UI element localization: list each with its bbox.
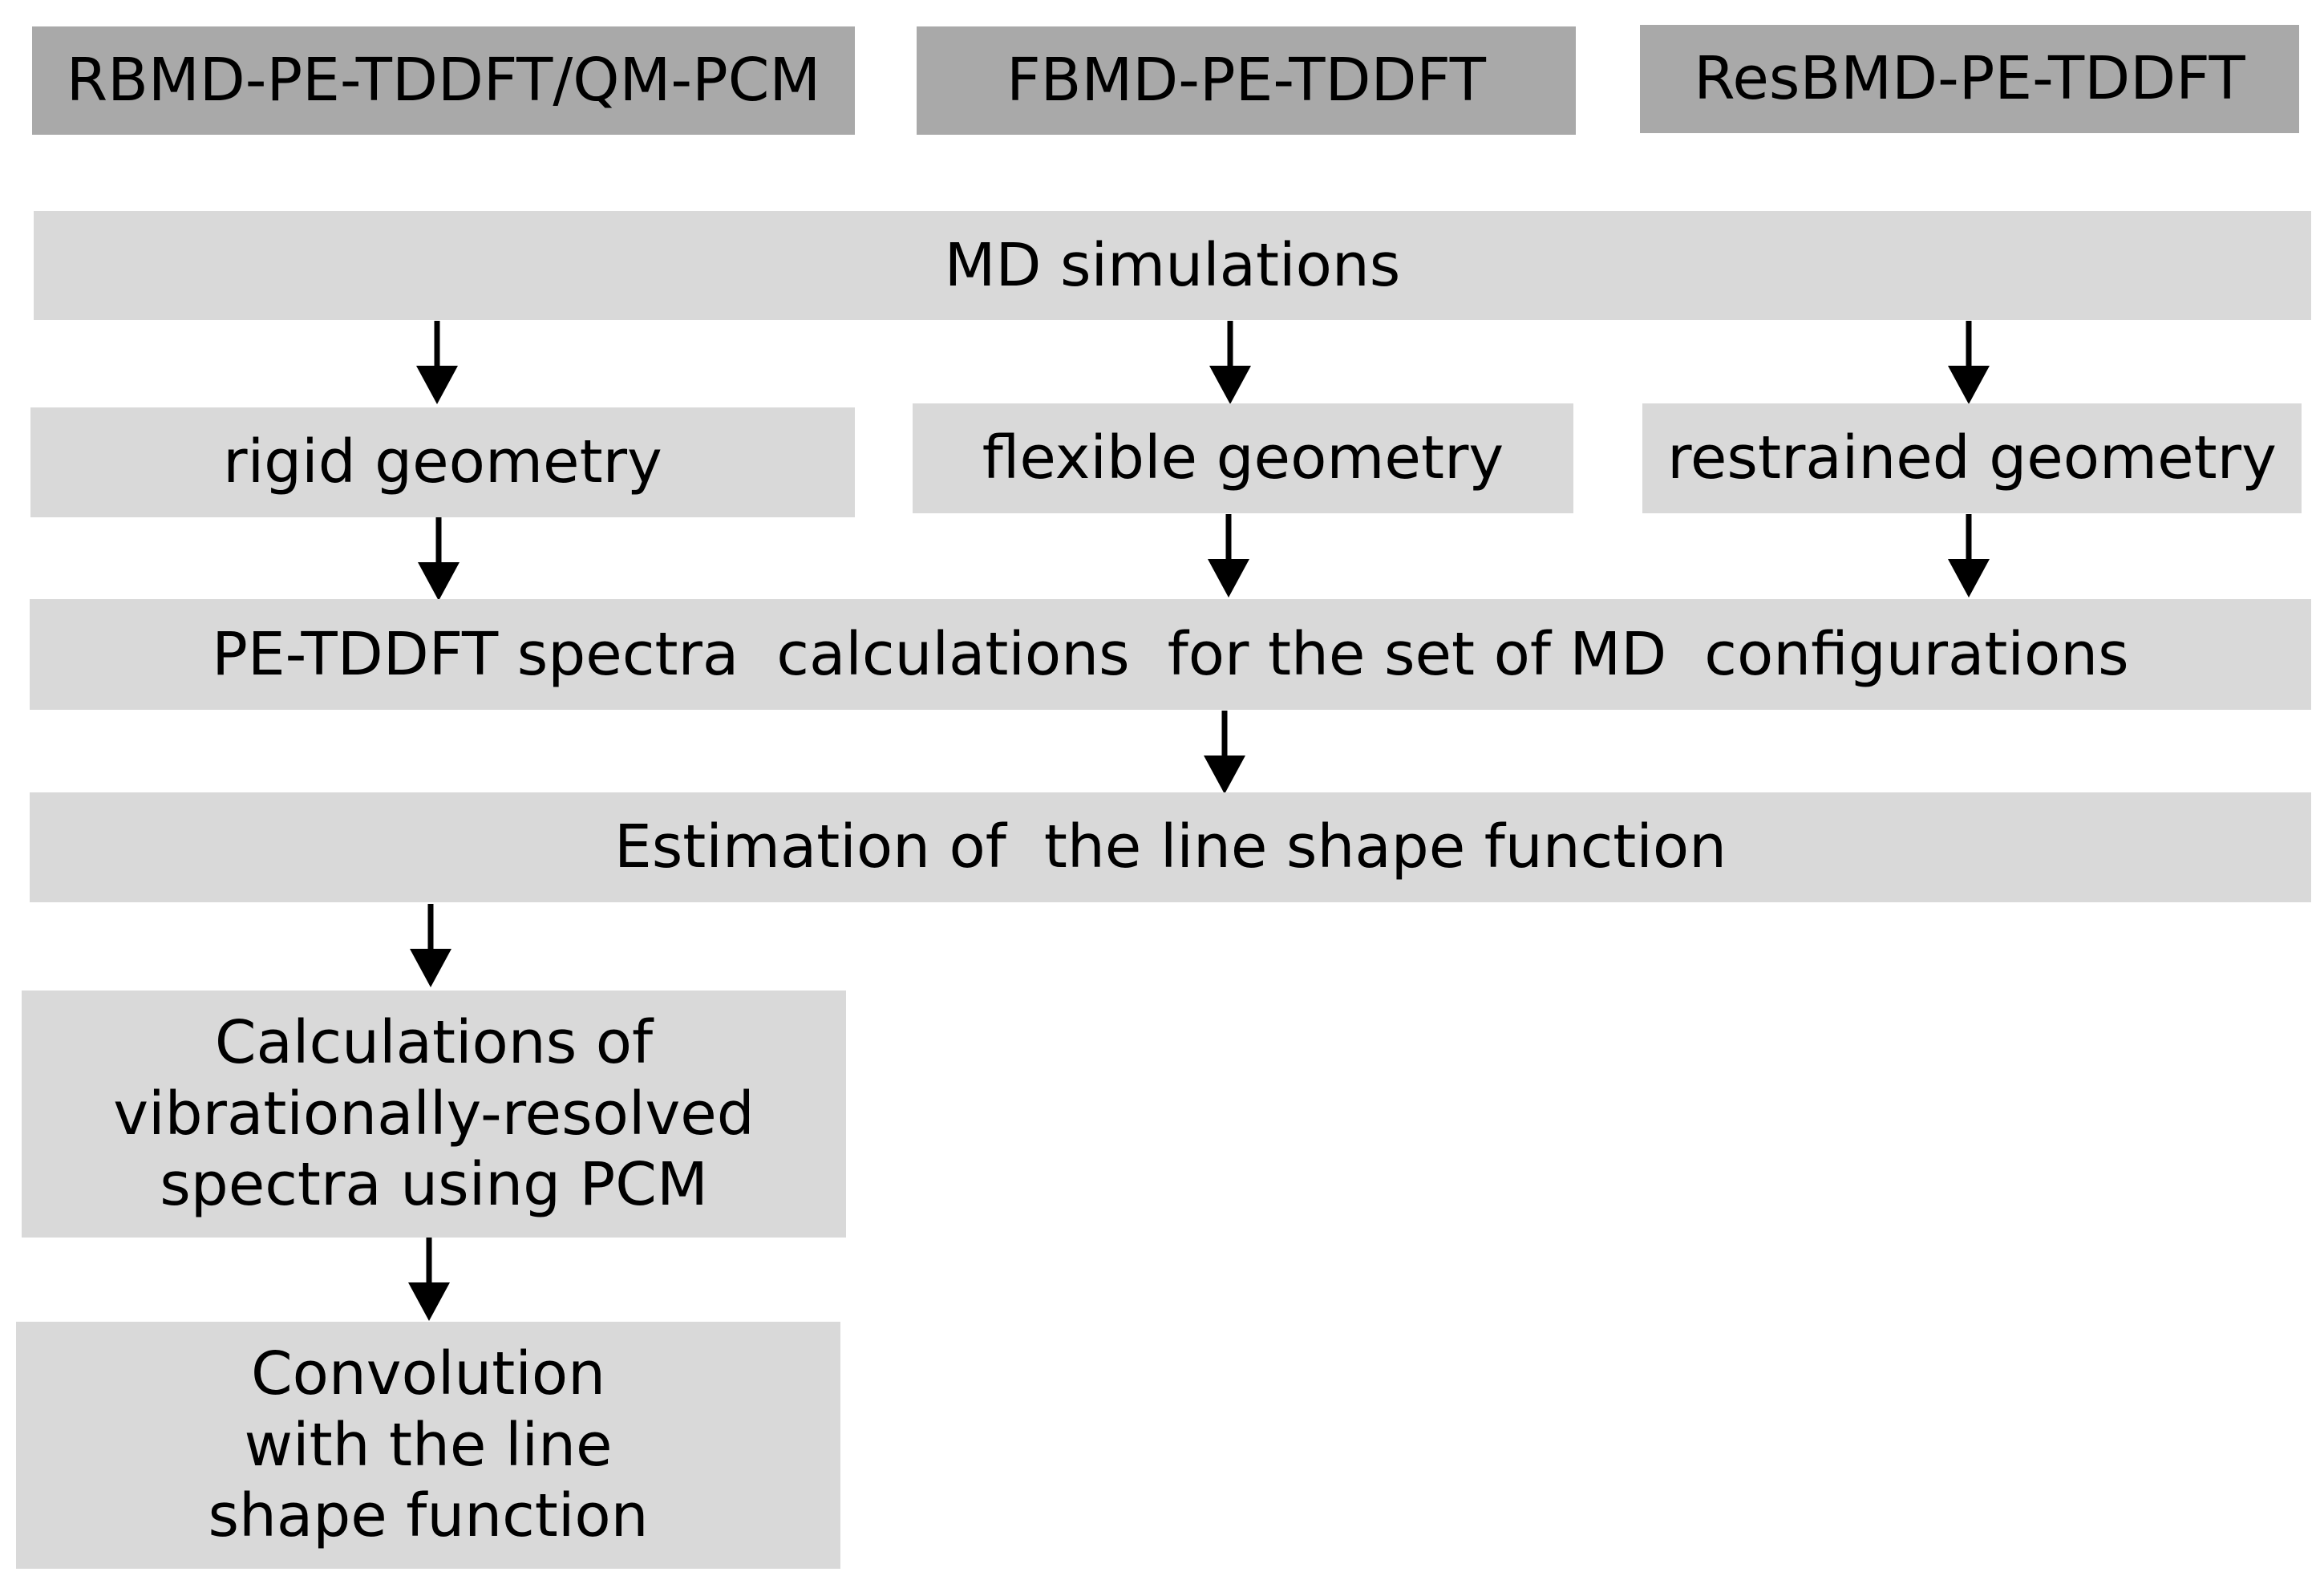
flexible-geometry-label: flexible geometry <box>982 423 1504 493</box>
flexible-geometry-box: flexible geometry <box>913 403 1573 513</box>
arrow-vibrational-to-convolution <box>408 1238 450 1321</box>
spectra-calculations-label: PE-TDDFT spectra calculations for the se… <box>212 619 2129 689</box>
arrow-md-to-flexible <box>1209 321 1251 404</box>
method-label-resbmd: ResBMD-PE-TDDFT <box>1694 44 2245 114</box>
spectra-calculations-box: PE-TDDFT spectra calculations for the se… <box>30 599 2311 710</box>
method-label-fbmd: FBMD-PE-TDDFT <box>1006 46 1486 115</box>
vibrational-spectra-box: Calculations of vibrationally-resolved s… <box>22 991 846 1238</box>
arrow-flexible-to-spectra <box>1208 514 1249 598</box>
method-box-rbmd: RBMD-PE-TDDFT/QM-PCM <box>32 26 855 135</box>
method-label-rbmd: RBMD-PE-TDDFT/QM-PCM <box>66 46 821 115</box>
restrained-geometry-label: restrained geometry <box>1667 423 2277 493</box>
arrow-spectra-to-lineshape <box>1204 711 1245 794</box>
restrained-geometry-box: restrained geometry <box>1642 403 2302 513</box>
convolution-box: Convolution with the line shape function <box>16 1322 840 1569</box>
arrow-lineshape-to-vibrational <box>410 904 451 987</box>
arrow-md-to-rigid <box>416 321 458 404</box>
lineshape-estimation-box: Estimation of the line shape function <box>30 792 2311 902</box>
rigid-geometry-label: rigid geometry <box>223 427 662 497</box>
lineshape-estimation-label: Estimation of the line shape function <box>613 812 1727 882</box>
md-simulations-label: MD simulations <box>944 230 1401 300</box>
md-simulations-box: MD simulations <box>34 211 2311 320</box>
arrow-md-to-restrained <box>1948 321 1990 404</box>
rigid-geometry-box: rigid geometry <box>30 407 855 517</box>
vibrational-spectra-label: Calculations of vibrationally-resolved s… <box>113 1007 755 1220</box>
arrow-rigid-to-spectra <box>418 517 460 601</box>
method-box-resbmd: ResBMD-PE-TDDFT <box>1640 25 2299 133</box>
arrow-restrained-to-spectra <box>1948 514 1990 598</box>
convolution-label: Convolution with the line shape function <box>208 1339 649 1551</box>
method-box-fbmd: FBMD-PE-TDDFT <box>917 26 1576 135</box>
